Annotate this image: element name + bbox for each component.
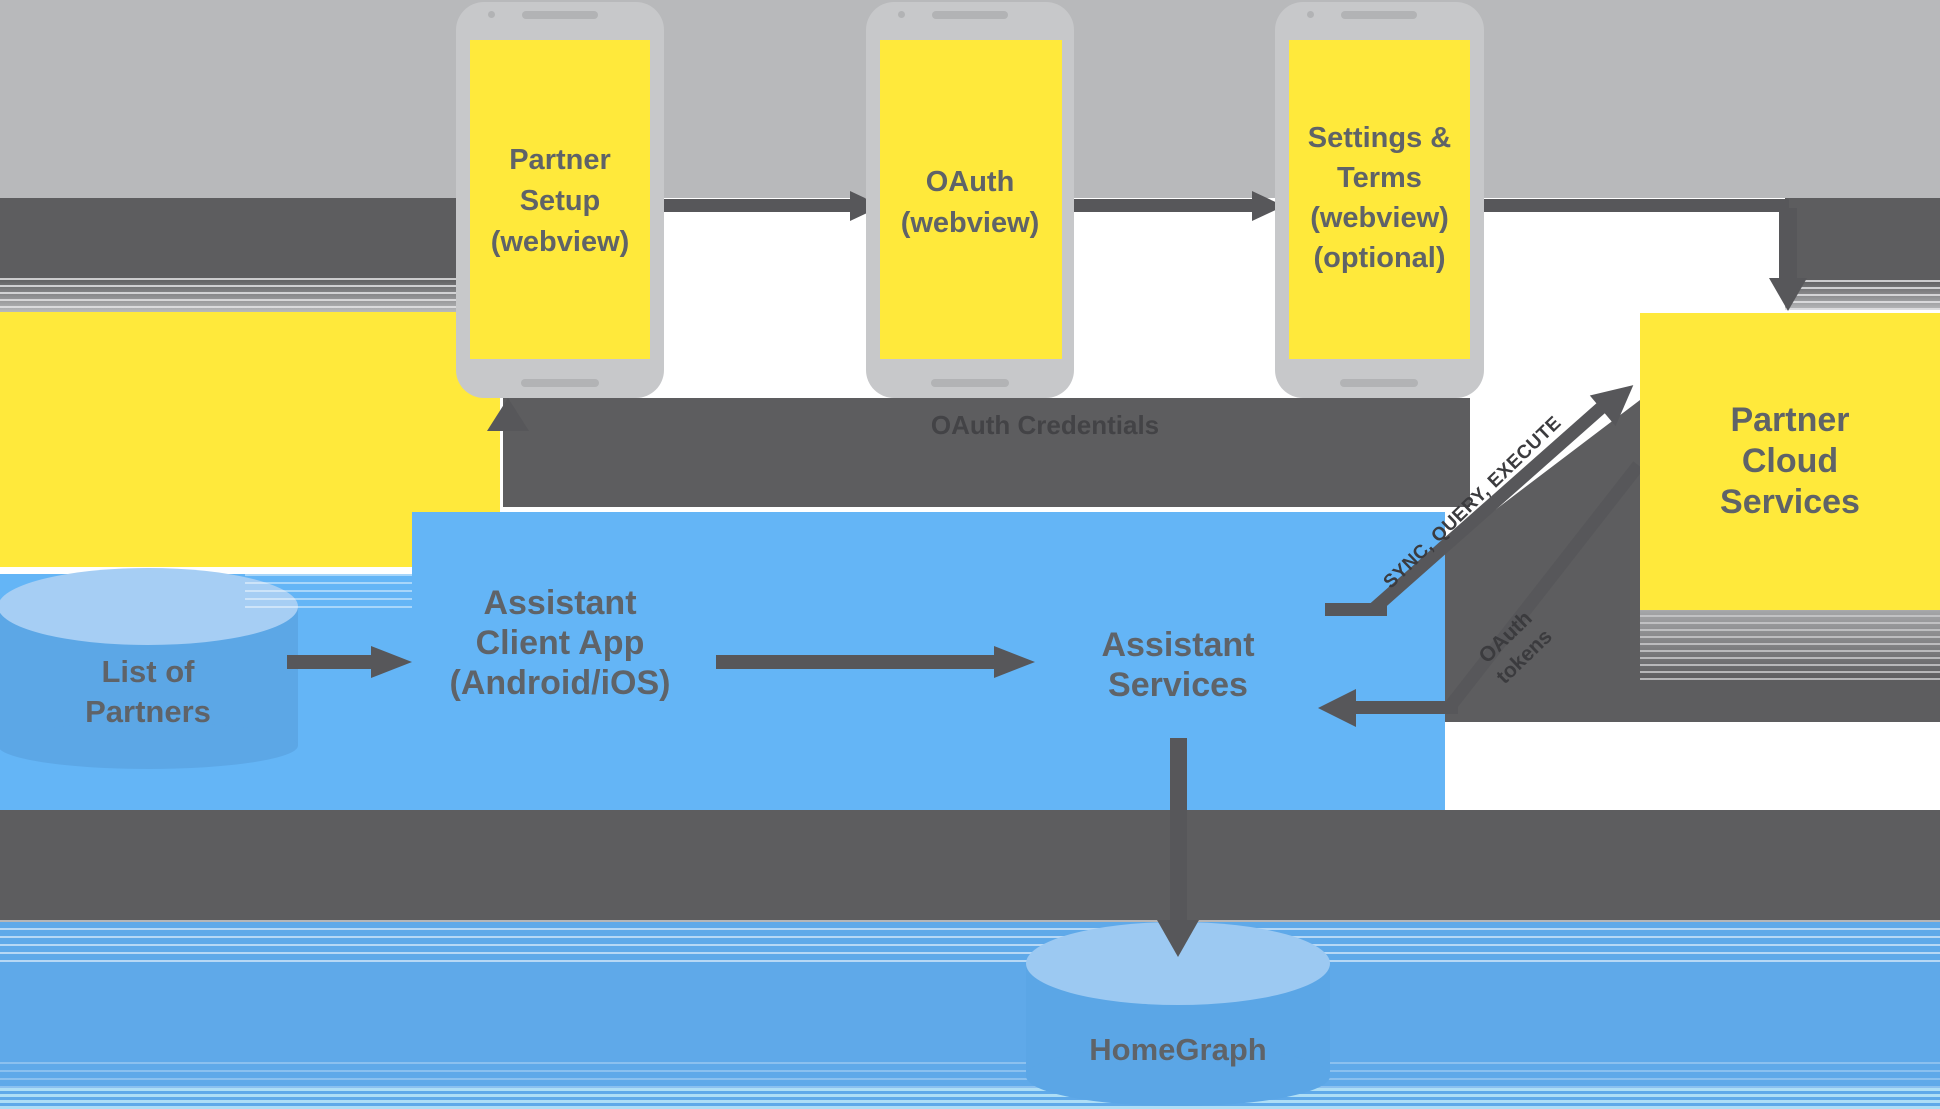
label-assistant-client-app: Assistant Client App (Android/iOS) [449, 584, 671, 702]
partner-cloud-box [1640, 313, 1940, 610]
arrowhead-up-to-partner-setup-icon [487, 398, 529, 431]
arrowhead-into-assistant-icon [1318, 689, 1356, 727]
label-homegraph: HomeGraph [1089, 1032, 1267, 1067]
arrow-client-app-to-services [716, 655, 996, 669]
bottom-dark-band [0, 810, 1940, 922]
arrow-down-to-cloud [1779, 208, 1797, 280]
arrow-to-assistant-stub [1334, 701, 1458, 714]
homegraph-db-bottom [1026, 1046, 1330, 1106]
phone-camera-icon [1307, 11, 1314, 18]
arrowhead-into-client-app-icon [371, 646, 412, 678]
list-db-artifact [245, 574, 412, 612]
label-oauth-credentials: OAuth Credentials [930, 410, 1160, 440]
phone-speaker-icon [932, 11, 1008, 19]
oauth-flow-band [503, 398, 1470, 507]
phone-camera-icon [898, 11, 905, 18]
phone-home-bar-icon [1340, 379, 1418, 387]
phone-home-bar-icon [521, 379, 599, 387]
arrow-settings-to-cloud [1479, 199, 1789, 212]
label-oauth: OAuth (webview) [900, 166, 1040, 239]
screen-partner-setup [470, 40, 650, 359]
label-list-of-partners: List of Partners [85, 654, 211, 729]
label-partner-cloud: Partner Cloud Services [1720, 401, 1860, 521]
arrow-to-homegraph [1170, 738, 1187, 922]
arrowhead-into-services-icon [994, 646, 1035, 678]
blue-band-bottom-artifact [0, 1088, 1940, 1109]
phone-speaker-icon [522, 11, 598, 19]
blue-band-top-artifact [0, 920, 1940, 966]
phone-camera-icon [488, 11, 495, 18]
right-dark-band [1785, 198, 1940, 280]
label-assistant-services: Assistant Services [1101, 626, 1255, 704]
phone-speaker-icon [1341, 11, 1417, 19]
right-dark-band-artifact [1785, 280, 1940, 310]
label-partner-setup: Partner Setup (webview) [490, 144, 630, 258]
label-settings-terms: Settings & Terms (webview) (optional) [1307, 122, 1452, 274]
blue-band-mid-artifact [0, 1062, 1940, 1090]
wedge-artifact-stripes [1640, 610, 1940, 680]
left-dark-band [0, 198, 463, 278]
screen-oauth [880, 40, 1062, 359]
arrow-oauth-to-settings [1070, 199, 1254, 212]
left-dark-band-artifact [0, 278, 463, 312]
arrowhead-into-homegraph-icon [1157, 920, 1199, 957]
arrow-list-to-client-app [287, 655, 375, 669]
phone-home-bar-icon [931, 379, 1009, 387]
arrow-partner-setup-to-oauth [656, 199, 852, 212]
screen-settings [1289, 40, 1470, 359]
list-db-top [0, 568, 298, 645]
list-db-bottom [0, 722, 298, 769]
arrowhead-into-cloud-icon [1769, 278, 1807, 311]
